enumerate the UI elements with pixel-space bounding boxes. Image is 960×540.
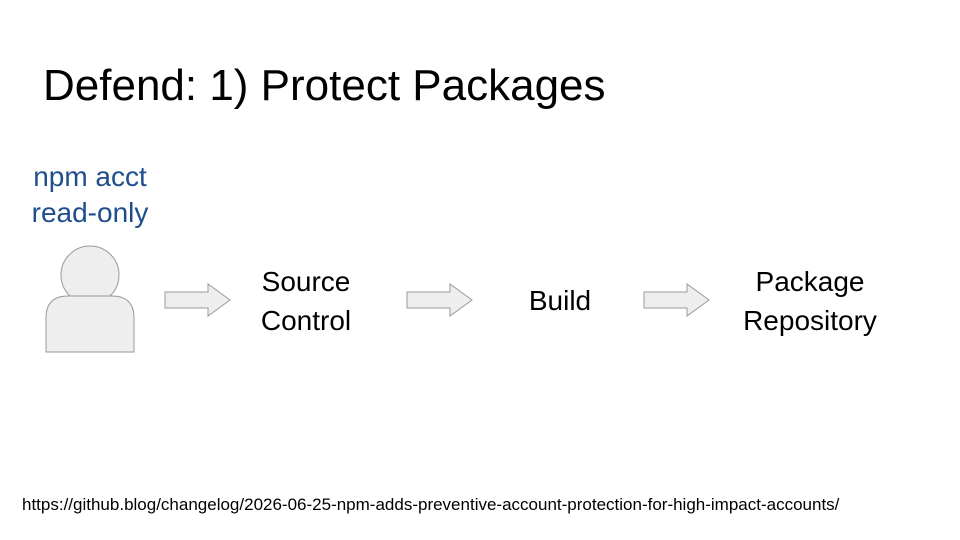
step-source-control: Source Control [236,262,376,340]
step-build: Build [500,281,620,320]
actor-label-line-1: npm acct [33,161,147,192]
right-arrow-icon [643,283,710,317]
step-label-line-2: Control [260,305,352,336]
step-label-line-1: Build [528,285,592,316]
step-label-line-1: Source [261,266,351,297]
right-arrow-icon [164,283,231,317]
actor-label-line-2: read-only [31,197,149,228]
right-arrow-icon [406,283,473,317]
step-label-line-2: Repository [743,305,877,336]
step-package-repository: Package Repository [720,262,900,340]
slide-title: Defend: 1) Protect Packages [43,61,606,110]
person-icon [45,245,135,353]
step-label-line-1: Package [755,266,865,297]
actor-label: npm acct read-only [10,159,170,231]
source-link[interactable]: https://github.blog/changelog/2026-06-25… [22,495,840,514]
